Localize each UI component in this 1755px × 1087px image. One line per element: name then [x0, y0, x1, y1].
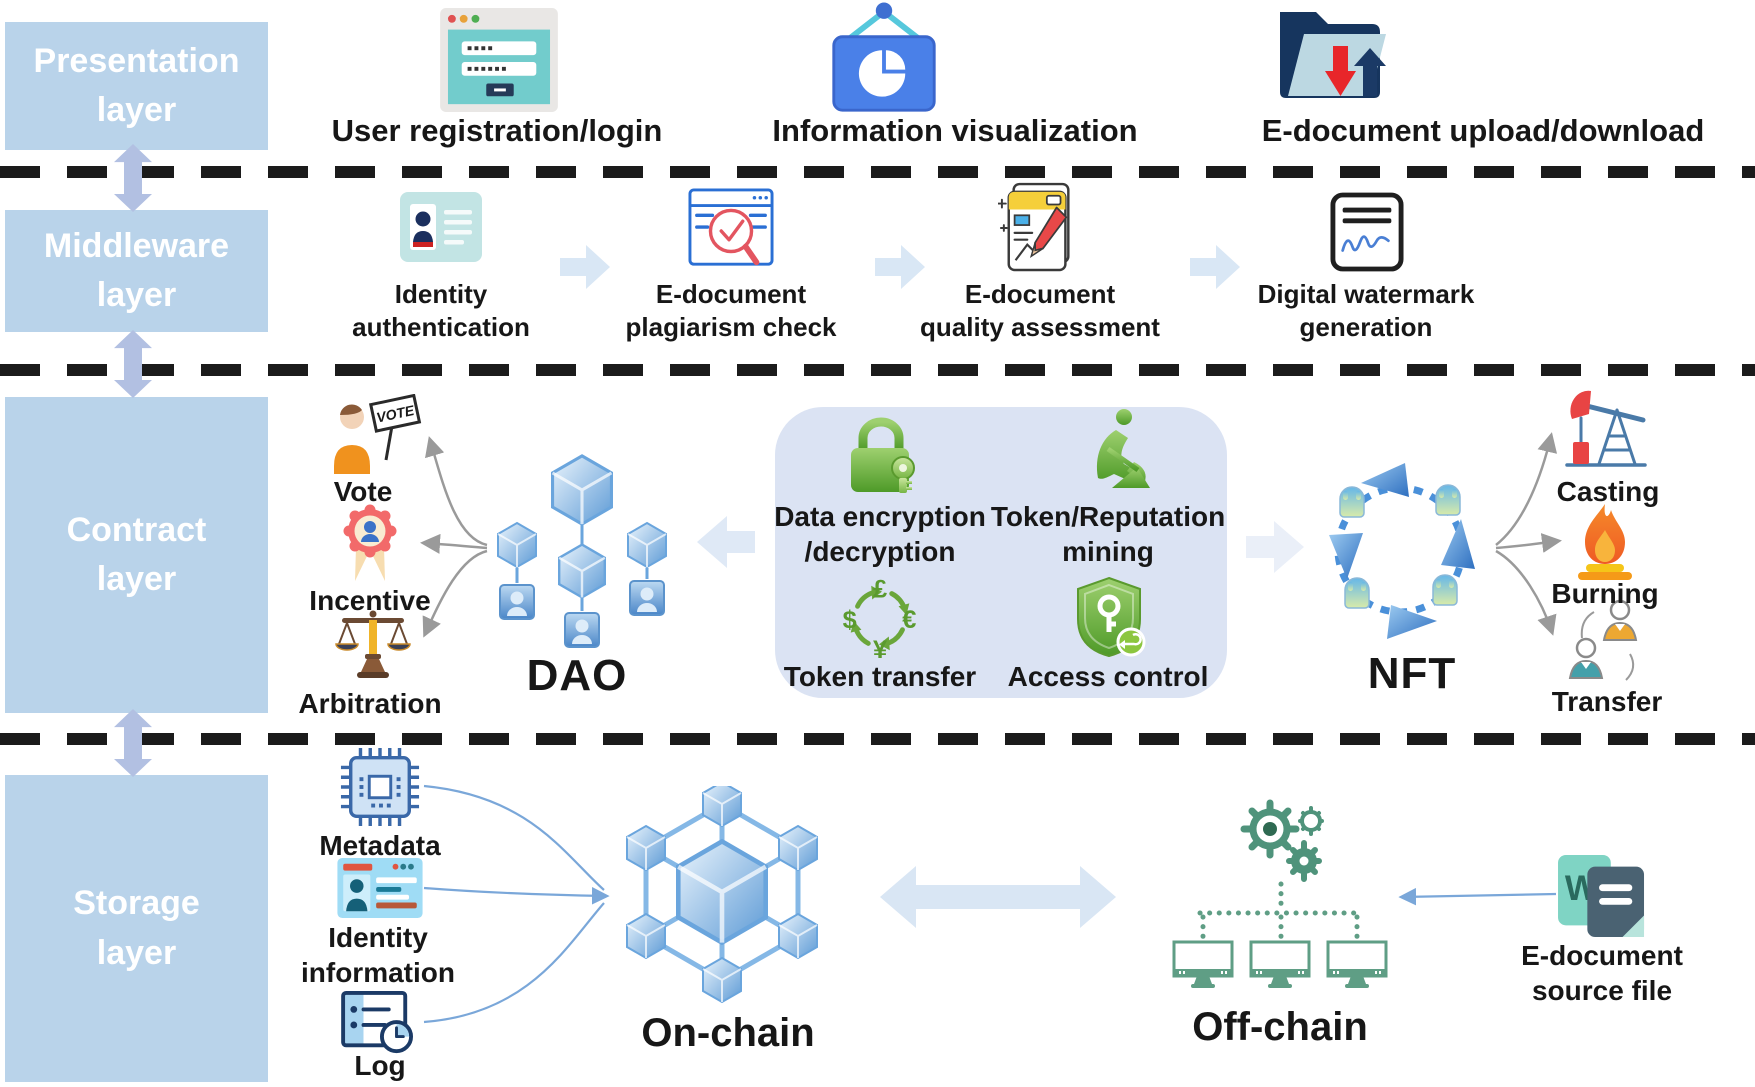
contract-right-label: Burning: [1551, 578, 1659, 609]
currency-glyph: €: [902, 606, 916, 634]
offchain-node-monitor-icon: [1326, 940, 1388, 990]
onchain-blockchain-icon: [626, 786, 818, 1003]
plagiarism-check-icon: [688, 188, 774, 266]
offchain-gears-icon: [1240, 799, 1324, 882]
nft-branch-arrows: [1495, 432, 1562, 636]
vote-icon: VOTE: [334, 394, 422, 474]
casting-pumpjack-icon: [1565, 390, 1647, 467]
storage-left-label: Log: [354, 1050, 406, 1081]
layer-separator-1: [0, 166, 1755, 178]
layer-label: Presentation: [33, 41, 240, 80]
presentation-item-label: User registration/login: [331, 113, 663, 148]
nft-label: NFT: [1367, 649, 1457, 698]
mining-icon: [1096, 409, 1150, 488]
double-arrow-icon: [114, 709, 152, 777]
offchain-label: Off-chain: [1192, 1005, 1368, 1049]
burning-flame-icon: [1578, 504, 1632, 580]
contract-right-label: Transfer: [1551, 686, 1663, 717]
flow-arrow-icon: [875, 245, 925, 289]
encryption-lock-icon: [851, 417, 915, 493]
contract-left-label: Vote: [333, 476, 393, 507]
folder-upload-download-icon: [1280, 12, 1386, 98]
offchain-network-dots: [1197, 881, 1363, 941]
token-transfer-icon: £ € ¥ $: [843, 576, 917, 660]
box-to-nft-arrow-icon: [1246, 521, 1304, 573]
currency-glyph: ¥: [873, 636, 887, 660]
storage-left-label: Metadata: [319, 830, 441, 861]
storage-merge-arrows: [423, 784, 1557, 1024]
contract-left-label: Incentive: [309, 585, 431, 616]
layer-label: layer: [96, 933, 177, 972]
log-icon: [341, 990, 413, 1054]
onchain-label: On-chain: [641, 1011, 815, 1055]
arbitration-scales-icon: [335, 610, 411, 678]
layer-box-contract: Contract layer: [5, 397, 268, 713]
contract-capability-box: [775, 407, 1227, 698]
dao-network-icon: [497, 454, 667, 648]
layer-separator-3: [0, 733, 1755, 745]
layer-label: Middleware: [43, 226, 230, 265]
layer-label: layer: [96, 276, 177, 314]
layer-label: layer: [96, 91, 177, 129]
vote-sign-text: VOTE: [375, 402, 416, 426]
watermark-doc-icon: [1330, 192, 1404, 272]
nft-cycle-icon: [1329, 463, 1475, 639]
layer-label: layer: [96, 560, 177, 598]
access-control-shield-icon: [1077, 576, 1146, 658]
double-arrow-icon: [114, 330, 152, 398]
box-to-dao-arrow-icon: [697, 516, 755, 568]
transfer-people-icon: [1568, 599, 1638, 681]
quality-assessment-icon: [998, 182, 1070, 272]
identity-info-card-icon: [337, 858, 423, 918]
layer-box-presentation: Presentation layer: [5, 22, 268, 150]
identity-card-icon: [400, 192, 482, 262]
layer-box-storage: Storage layer: [5, 775, 268, 1082]
presentation-item-label: Information visualization: [772, 113, 1138, 148]
contract-box-label: Data encryption/decryption: [774, 501, 986, 567]
offchain-node-monitor-icon: [1249, 940, 1311, 990]
contract-left-label: Arbitration: [298, 688, 442, 719]
login-window-icon: [440, 8, 558, 112]
layer-separator-2: [0, 364, 1755, 376]
dao-branch-arrows: [420, 436, 488, 638]
dao-label: DAO: [526, 651, 628, 700]
contract-box-label: Access control: [1007, 661, 1209, 692]
offchain-node-monitor-icon: [1172, 940, 1234, 990]
contract-right-label: Casting: [1556, 476, 1660, 507]
layer-box-middleware: Middleware layer: [5, 210, 268, 332]
presentation-item-label: E-document upload/download: [1261, 113, 1705, 148]
currency-glyph: $: [843, 606, 857, 634]
flow-arrow-icon: [1190, 245, 1240, 289]
pie-chart-board-icon: [832, 2, 936, 112]
double-arrow-icon: [114, 144, 152, 212]
layer-label: Contract: [66, 510, 207, 549]
onchain-offchain-double-arrow-icon: [880, 866, 1116, 928]
flow-arrow-icon: [560, 245, 610, 289]
metadata-chip-icon: [340, 747, 420, 827]
incentive-badge-icon: [343, 504, 397, 581]
contract-box-label: Token transfer: [783, 661, 977, 692]
word-doc-icon: W: [1558, 854, 1645, 938]
layer-label: Storage: [73, 884, 200, 923]
currency-glyph: £: [873, 576, 887, 603]
